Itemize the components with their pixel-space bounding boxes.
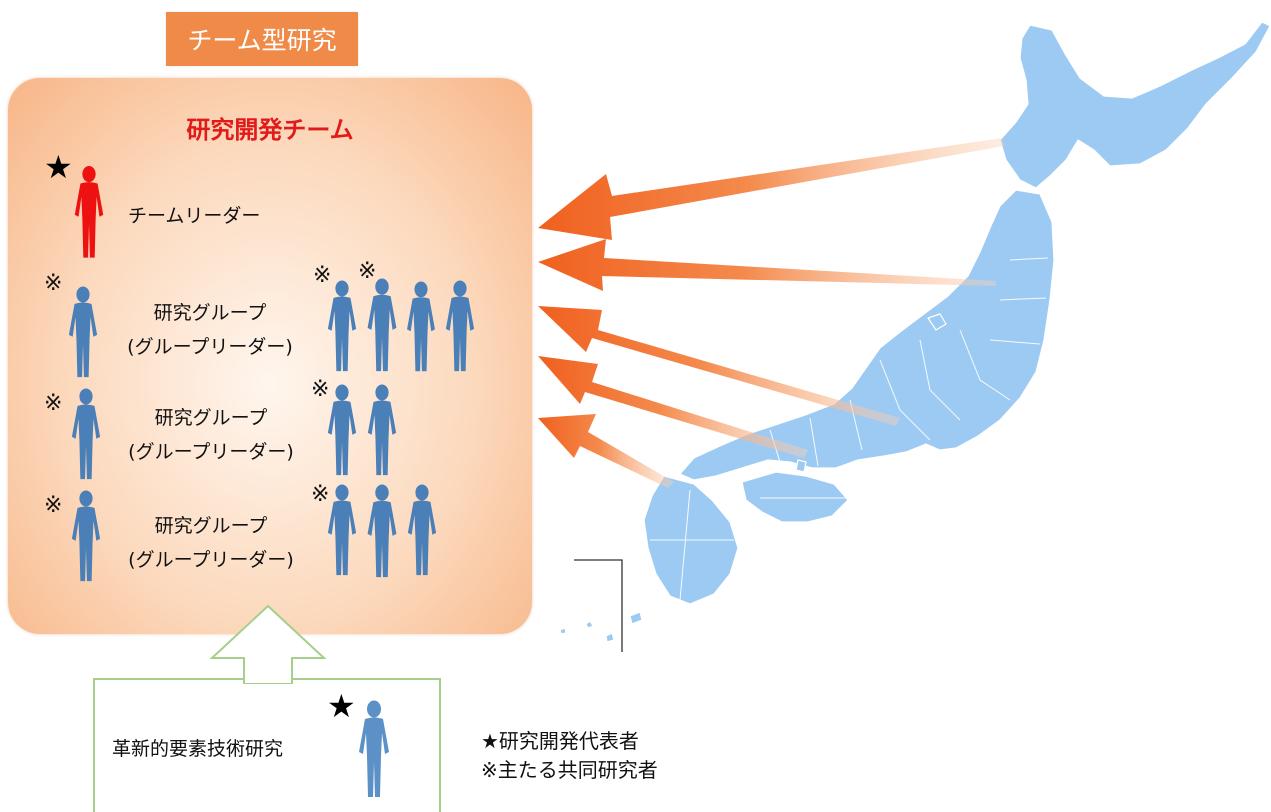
prefecture-border — [919, 339, 961, 421]
nansei-island — [629, 611, 643, 625]
nansei-island — [585, 620, 594, 629]
group2-subtitle: (グループリーダー) — [128, 441, 294, 463]
group2-leader-note-mark: ※ — [44, 391, 63, 416]
japan-map — [559, 21, 1271, 643]
elemental-researcher-person-icon — [353, 700, 395, 800]
group2-member-note-mark: ※ — [311, 377, 330, 402]
group2-label: 研究グループ (グループリーダー) — [121, 401, 301, 469]
nansei-island — [559, 627, 567, 635]
team-research-tag: チーム型研究 — [166, 12, 358, 66]
elemental-research-box — [93, 678, 441, 812]
research-team-box — [8, 78, 532, 634]
legend: ★研究開発代表者 ※主たる共同研究者 — [481, 727, 658, 785]
group1-subtitle: (グループリーダー) — [127, 336, 293, 358]
leader-star-mark: ★ — [44, 148, 73, 186]
prefecture-border — [809, 417, 819, 467]
awaji-island — [795, 459, 807, 473]
arrow-kanto — [538, 306, 900, 426]
prefecture-border — [989, 339, 1041, 345]
prefecture-border — [1009, 257, 1049, 261]
team-leader-label: チームリーダー — [128, 205, 261, 227]
legend-representative: ★研究開発代表者 — [481, 729, 639, 753]
elemental-research-label: 革新的要素技術研究 — [112, 738, 284, 760]
arrow-kyushu — [538, 414, 674, 488]
group3-leader-note-mark: ※ — [44, 493, 63, 518]
prefecture-border — [999, 297, 1047, 301]
legend-co-researcher: ※主たる共同研究者 — [481, 758, 658, 782]
nansei-island — [605, 632, 615, 643]
up-arrow-outline — [209, 604, 327, 684]
group1-leader-note-mark: ※ — [44, 271, 63, 296]
arrow-tohoku — [538, 239, 996, 291]
research-team-title: 研究開発チーム — [186, 116, 354, 144]
group1-member1-note-mark: ※ — [313, 263, 332, 288]
callout-line — [574, 559, 623, 652]
group3-member-note-mark: ※ — [311, 482, 330, 507]
hokkaido-region — [999, 21, 1271, 189]
elemental-star-mark: ★ — [327, 687, 356, 725]
prefecture-border — [959, 329, 1011, 401]
group3-label: 研究グループ (グループリーダー) — [121, 509, 301, 577]
sado-island — [927, 313, 947, 331]
shikoku-region — [741, 471, 849, 523]
group1-title: 研究グループ — [153, 302, 267, 324]
group1-label: 研究グループ (グループリーダー) — [120, 296, 300, 364]
group3-title: 研究グループ — [154, 515, 268, 537]
honshu-region — [679, 189, 1055, 481]
arrow-kinki — [538, 356, 808, 458]
group1-member2-note-mark: ※ — [358, 259, 377, 284]
arrow-hokkaido — [538, 138, 1004, 240]
group2-title: 研究グループ — [154, 407, 268, 429]
group3-subtitle: (グループリーダー) — [128, 549, 294, 571]
prefecture-border — [879, 359, 931, 441]
prefecture-border — [679, 489, 691, 601]
